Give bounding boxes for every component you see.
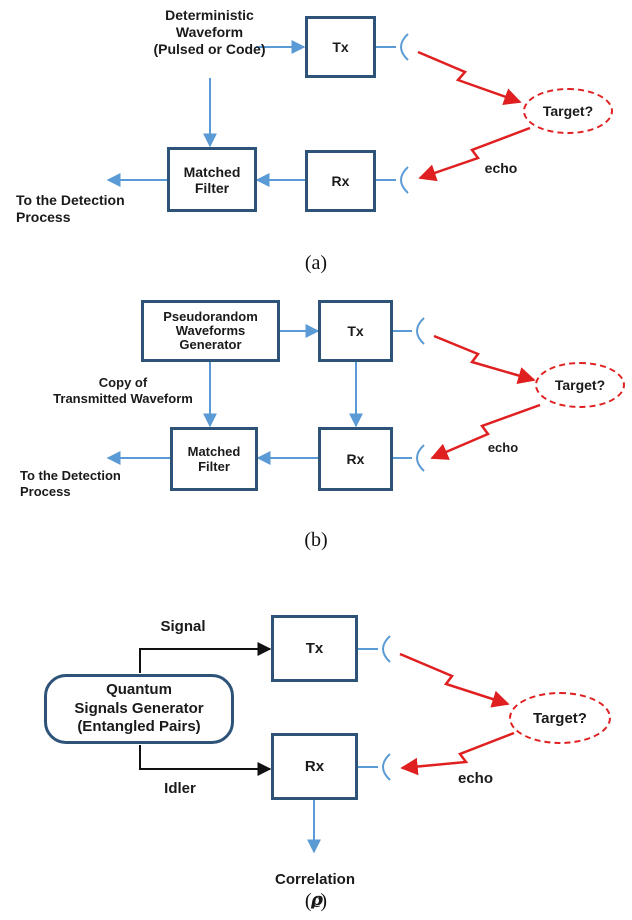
waveform-label: Deterministic Waveform (Pulsed or Code) bbox=[153, 7, 266, 57]
caption-b: (b) bbox=[304, 529, 328, 551]
panel-a-wires bbox=[106, 33, 531, 194]
detection-label: To the Detection Process bbox=[20, 468, 121, 499]
target-ellipse: Target? bbox=[523, 88, 613, 134]
rx-box: Rx bbox=[305, 150, 376, 212]
tx-box: Tx bbox=[271, 615, 358, 682]
rho-symbol: ρ bbox=[311, 889, 323, 910]
target-ellipse: Target? bbox=[535, 362, 625, 408]
echo-label: echo bbox=[484, 160, 518, 176]
matched-filter-box: Matched Filter bbox=[170, 427, 258, 491]
tx-antenna-icon bbox=[400, 33, 409, 61]
tx-box: Tx bbox=[305, 16, 376, 78]
red-target-to-rx bbox=[400, 731, 515, 776]
caption-a: (a) bbox=[304, 252, 328, 274]
red-target-to-rx bbox=[430, 403, 541, 460]
quantum-generator-box: Quantum Signals Generator (Entangled Pai… bbox=[44, 674, 234, 744]
red-tx-to-target bbox=[399, 652, 510, 708]
caption-c: (c) bbox=[304, 890, 328, 912]
red-tx-to-target bbox=[433, 334, 536, 385]
copy-label: Copy of Transmitted Waveform bbox=[53, 375, 193, 406]
rx-antenna-icon bbox=[416, 444, 425, 472]
echo-label: echo bbox=[457, 770, 493, 787]
red-tx-to-target bbox=[417, 50, 522, 105]
target-ellipse: Target? bbox=[509, 692, 611, 744]
panel-b-wires bbox=[106, 317, 541, 472]
generator-box: Pseudorandom Waveforms Generator bbox=[141, 300, 280, 362]
red-target-to-rx bbox=[418, 126, 531, 182]
arrow-signal-to-tx bbox=[139, 642, 272, 673]
signal-label: Signal bbox=[160, 618, 206, 635]
rx-box: Rx bbox=[318, 427, 393, 491]
rx-box: Rx bbox=[271, 733, 358, 800]
correlation-text: Correlation bbox=[274, 871, 355, 888]
tx-antenna-icon bbox=[416, 317, 425, 345]
tx-box: Tx bbox=[318, 300, 393, 362]
panel-c-wires bbox=[139, 635, 515, 854]
idler-label: Idler bbox=[164, 780, 196, 797]
echo-label: echo bbox=[487, 440, 519, 455]
matched-filter-box: Matched Filter bbox=[167, 147, 257, 212]
tx-antenna-icon bbox=[382, 635, 391, 663]
rx-antenna-icon bbox=[382, 753, 391, 781]
rx-antenna-icon bbox=[400, 166, 409, 194]
arrow-idler-to-rx bbox=[139, 745, 272, 776]
detection-label: To the Detection Process bbox=[16, 192, 125, 225]
correlation-label: Correlation ρ bbox=[240, 853, 390, 911]
